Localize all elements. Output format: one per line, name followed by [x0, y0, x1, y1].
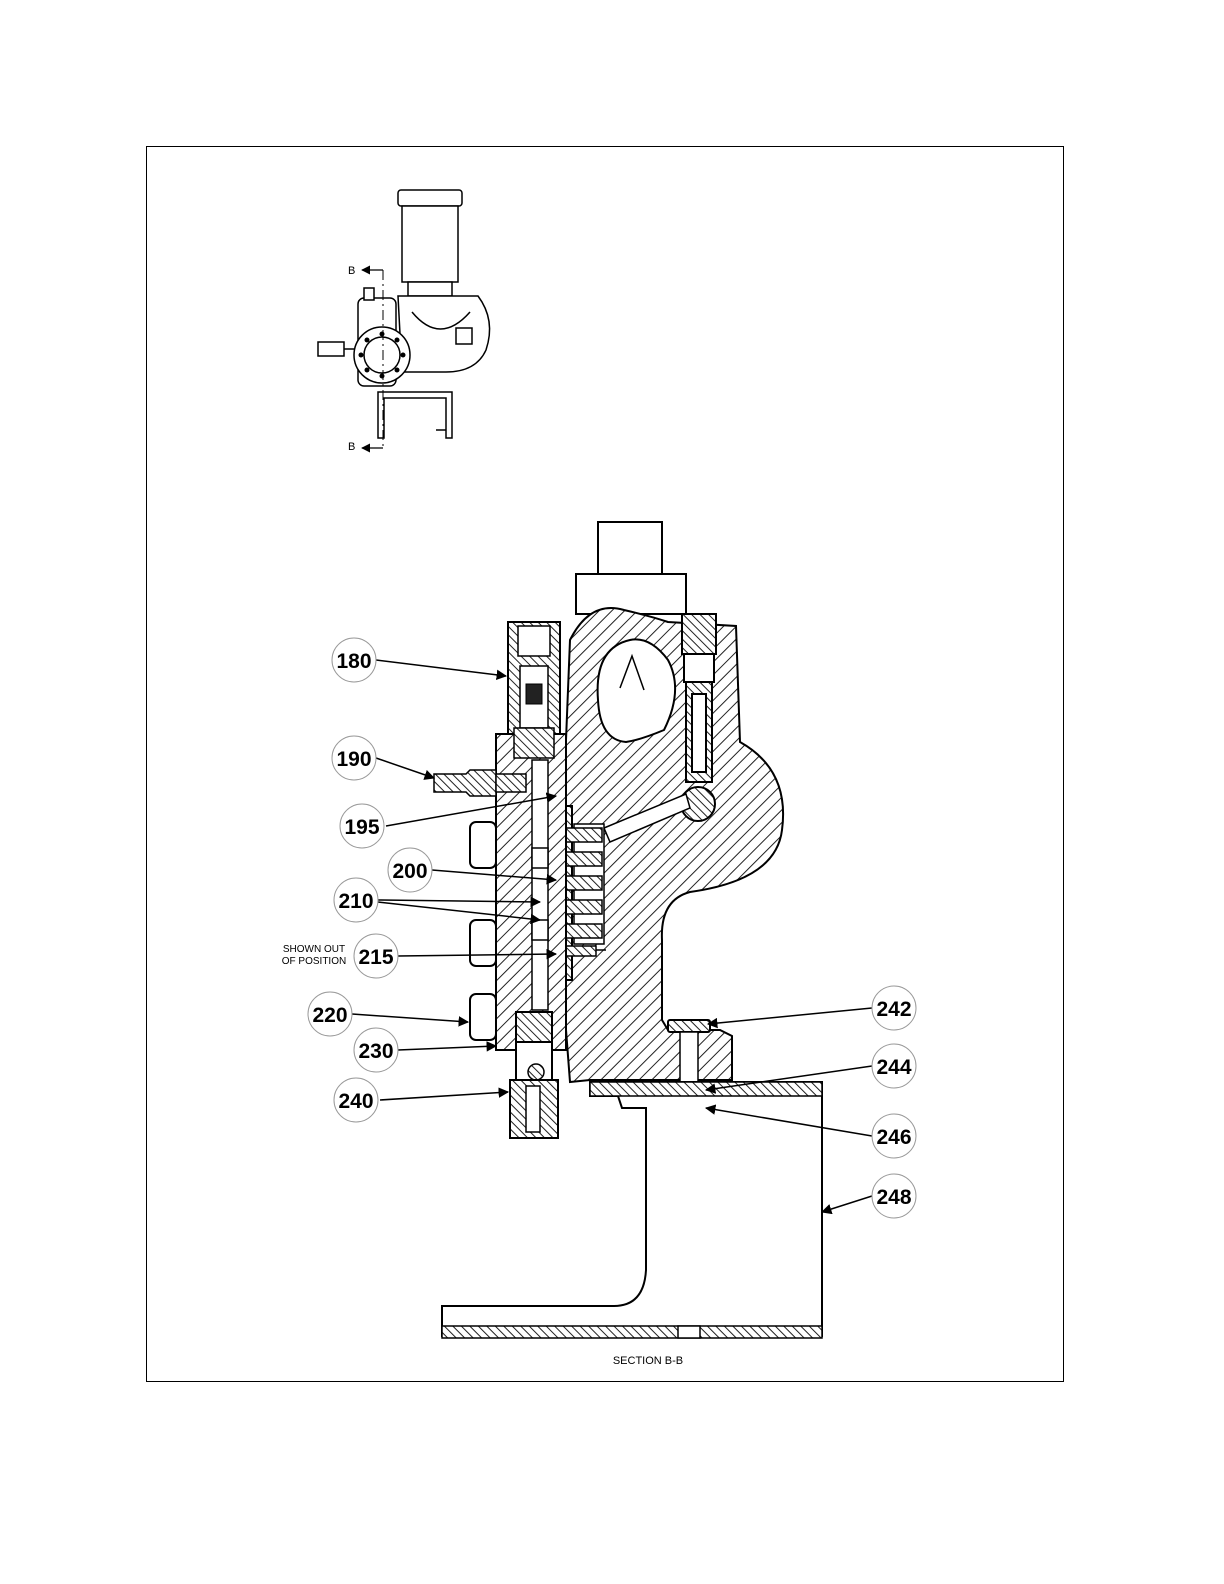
svg-text:242: 242 [876, 998, 911, 1021]
callout-230: 230 [354, 1028, 398, 1072]
motor-body [402, 206, 458, 282]
svg-text:195: 195 [344, 816, 379, 839]
svg-text:240: 240 [338, 1090, 373, 1113]
callout-215: 215 [354, 934, 398, 978]
callout-195: 195 [340, 804, 384, 848]
callout-246: 246 [872, 1114, 916, 1158]
overview-bracket [378, 392, 452, 438]
gear-housing [398, 296, 490, 372]
svg-text:230: 230 [358, 1040, 393, 1063]
section-marker-bottom: B [348, 441, 355, 453]
svg-text:215: 215 [358, 946, 393, 969]
out-of-position-note: SHOWN OUT OF POSITION [282, 944, 346, 967]
motor-flange [576, 574, 686, 614]
svg-text:180: 180 [336, 650, 371, 673]
bracket-bottom-plate [442, 1326, 822, 1338]
svg-text:220: 220 [312, 1004, 347, 1027]
note-line-1: SHOWN OUT [283, 944, 345, 955]
callout-180: 180 [332, 638, 376, 682]
bracket-top-plate [590, 1082, 822, 1096]
head-bolts [470, 822, 496, 1040]
svg-text:246: 246 [876, 1126, 911, 1149]
callout-190: 190 [332, 736, 376, 780]
section-view [434, 522, 822, 1338]
svg-text:200: 200 [392, 860, 427, 883]
motor-shaft-housing [598, 522, 662, 574]
callout-240: 240 [334, 1078, 378, 1122]
inlet-fitting [434, 770, 496, 796]
svg-text:210: 210 [338, 890, 373, 913]
callout-242: 242 [872, 986, 916, 1030]
callout-210: 210 [334, 878, 378, 922]
callout-200: 200 [388, 848, 432, 892]
motor-cap [398, 190, 462, 206]
mounting-bracket [442, 1082, 822, 1336]
suction-valve-top [516, 1012, 552, 1042]
note-line-2: OF POSITION [282, 956, 346, 967]
overview-view [318, 190, 490, 450]
section-caption: SECTION B-B [613, 1355, 683, 1367]
svg-text:248: 248 [876, 1186, 911, 1209]
svg-text:244: 244 [876, 1056, 911, 1079]
overview-fitting [318, 342, 344, 356]
callout-248: 248 [872, 1174, 916, 1218]
vent-valve-top [682, 614, 716, 654]
cam-cavity [598, 639, 676, 742]
section-marker-top: B [348, 265, 355, 277]
svg-text:190: 190 [336, 748, 371, 771]
callout-220: 220 [308, 992, 352, 1036]
motor-base [408, 282, 452, 296]
callout-244: 244 [872, 1044, 916, 1088]
mount-bolt-head [668, 1020, 710, 1032]
